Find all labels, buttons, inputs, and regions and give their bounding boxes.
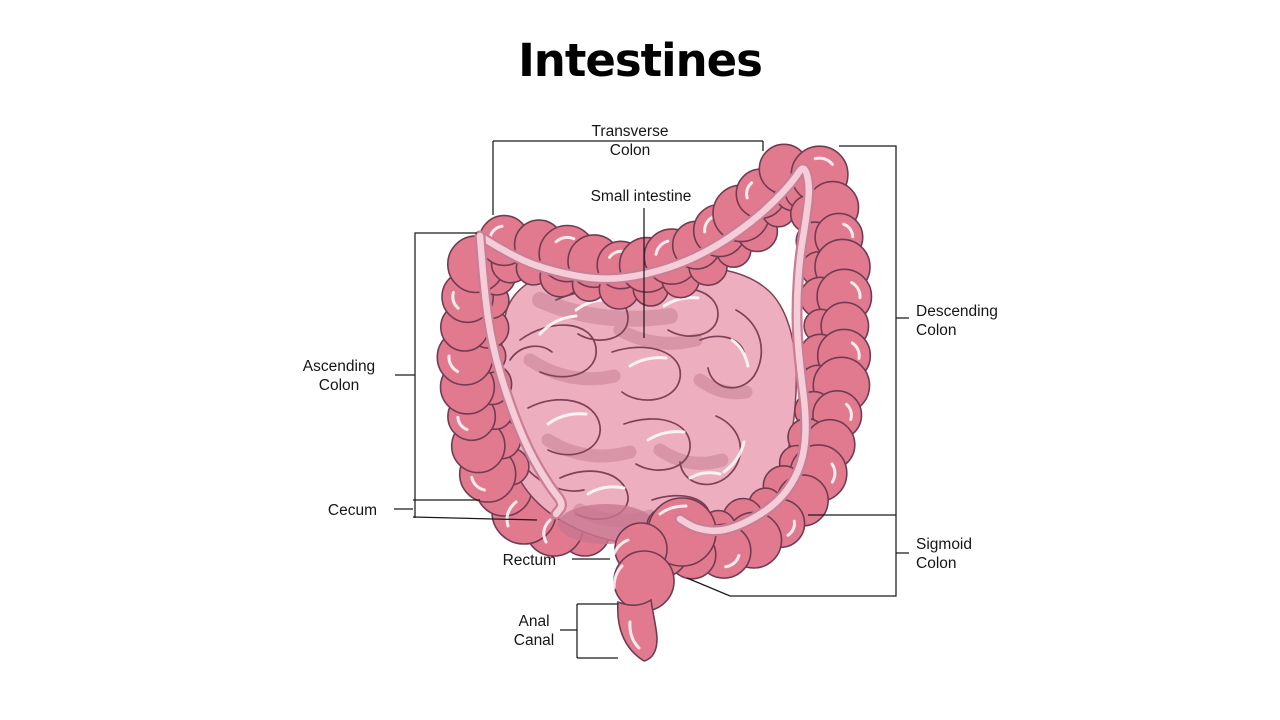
label-rectum: Rectum [502,552,556,569]
label-transverse-colon: Transverse Colon [591,123,669,159]
label-small-intestine: Small intestine [590,188,692,205]
descending-sigmoid-bracket [686,145,909,597]
transverse-colon-bracket [492,140,764,215]
page-title: Intestines [518,34,763,87]
label-anal-canal: Anal Canal [513,613,555,649]
taenia-stripes [474,163,815,537]
label-ascending-colon: Ascending Colon [302,358,376,394]
leader-lines [394,140,909,659]
label-sigmoid-colon: Sigmoid Colon [916,536,972,572]
anal-canal-bracket [560,603,618,659]
rectum-anal-art [612,522,675,662]
ascending-colon-bracket [395,232,477,518]
label-cecum: Cecum [327,502,377,519]
label-descending-colon: Descending Colon [916,303,998,339]
cecum-lines [394,499,538,521]
